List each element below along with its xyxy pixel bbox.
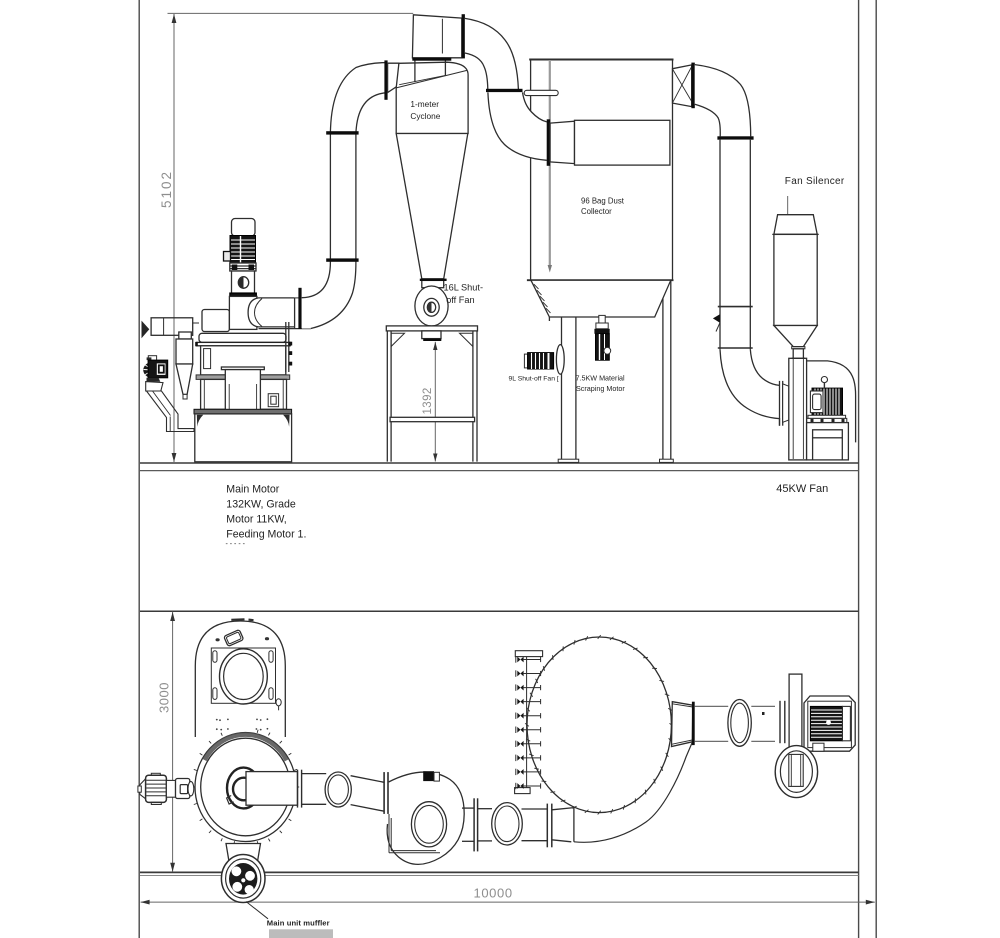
svg-text:Scraping Motor: Scraping Motor [576, 384, 625, 393]
svg-text:10000: 10000 [474, 886, 513, 901]
svg-text:7.5KW Material: 7.5KW Material [576, 373, 626, 382]
svg-text:Cyclone: Cyclone [410, 111, 440, 121]
svg-text:1392: 1392 [422, 387, 434, 414]
svg-text:Main Motor: Main Motor [226, 484, 279, 496]
svg-text:- - - - -: - - - - - [226, 541, 246, 548]
svg-text:1-meter: 1-meter [410, 99, 439, 109]
svg-text:Fan Silencer: Fan Silencer [785, 176, 845, 187]
svg-text:Feeding Motor 1.: Feeding Motor 1. [226, 529, 306, 541]
svg-text:off Fan: off Fan [446, 295, 474, 305]
svg-text:96 Bag Dust: 96 Bag Dust [581, 197, 625, 206]
svg-text:16L Shut-: 16L Shut- [444, 283, 484, 293]
svg-text:Motor 11KW,: Motor 11KW, [226, 514, 286, 526]
svg-text:5102: 5102 [159, 170, 174, 208]
svg-text:Main unit muffler: Main unit muffler [267, 918, 330, 927]
svg-text:132KW, Grade: 132KW, Grade [226, 499, 296, 511]
svg-text:3000: 3000 [157, 682, 172, 713]
svg-text:45KW Fan: 45KW Fan [776, 483, 828, 495]
svg-text:9L Shut-off Fan [: 9L Shut-off Fan [ [509, 376, 559, 383]
svg-text:Collector: Collector [581, 207, 612, 216]
